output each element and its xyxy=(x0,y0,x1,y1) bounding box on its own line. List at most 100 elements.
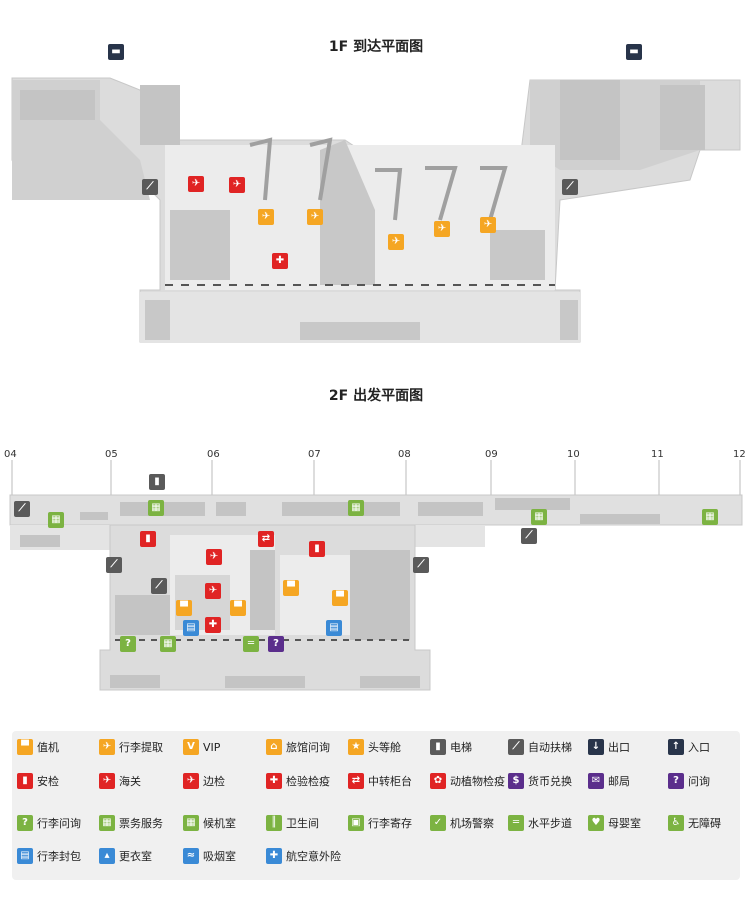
legend-label: 边检 xyxy=(203,775,225,788)
legend-label: 海关 xyxy=(119,775,141,788)
bus-icon: ▬ xyxy=(108,44,124,60)
border-control-icon: ✈ xyxy=(183,773,199,789)
escalator-icon: ⟋ xyxy=(14,501,30,517)
baggage-claim-icon: ✈ xyxy=(307,209,323,225)
escalator-icon: ⟋ xyxy=(142,179,158,195)
quarantine-icon: ✚ xyxy=(205,617,221,633)
legend-item: ⇄中转柜台 xyxy=(348,773,412,789)
baggage-info-icon: ? xyxy=(120,636,136,652)
legend-label: 中转柜台 xyxy=(368,775,412,788)
legend-label: 旅馆问询 xyxy=(286,741,330,754)
legend-item: ▮安检 xyxy=(17,773,59,789)
border-control-icon: ✈ xyxy=(205,583,221,599)
legend-item: ↑ 入口 xyxy=(668,739,710,755)
first-class-icon: ★ xyxy=(348,739,364,755)
customs-icon: ✈ xyxy=(188,176,204,192)
legend-label: 入口 xyxy=(688,741,710,754)
legend-label: 自动扶梯 xyxy=(528,741,572,754)
waiting-room-icon: ▦ xyxy=(348,500,364,516)
gate-label: 10 xyxy=(567,449,580,460)
legend-item: ★ 头等舱 xyxy=(348,739,401,755)
legend-label: 检验检疫 xyxy=(286,775,330,788)
waiting-room-icon: ▦ xyxy=(183,815,199,831)
airport-police-icon: ✓ xyxy=(430,815,446,831)
gate-label: 09 xyxy=(485,449,498,460)
legend-item: ≈吸烟室 xyxy=(183,848,236,864)
baggage-info-icon: ? xyxy=(17,815,33,831)
gate-label: 11 xyxy=(651,449,664,460)
smoking-room-icon: ≈ xyxy=(183,848,199,864)
gate-label: 08 xyxy=(398,449,411,460)
legend-label: 水平步道 xyxy=(528,817,572,830)
legend-item: ▤ 行李封包 xyxy=(17,848,81,864)
gate-label: 12 xyxy=(733,449,746,460)
legend-item: ⌂ 旅馆问询 xyxy=(266,739,330,755)
ticket-service-icon: ▦ xyxy=(99,815,115,831)
checkin-icon: ▀ xyxy=(17,739,33,755)
accessibility-icon: ♿ xyxy=(668,815,684,831)
gate-label: 05 xyxy=(105,449,118,460)
legend-label: 卫生间 xyxy=(286,817,319,830)
customs-icon: ✈ xyxy=(99,773,115,789)
legend-label: 票务服务 xyxy=(119,817,163,830)
elevator-icon: ▮ xyxy=(430,739,446,755)
bus-icon: ▬ xyxy=(626,44,642,60)
baggage-claim-icon: ✈ xyxy=(99,739,115,755)
plant-animal-quarantine-icon: ✿ xyxy=(430,773,446,789)
exit-icon: ↓ xyxy=(588,739,604,755)
baggage-storage-icon: ▣ xyxy=(348,815,364,831)
baggage-wrap-icon: ▤ xyxy=(17,848,33,864)
waiting-room-icon: ▦ xyxy=(702,509,718,525)
entrance-icon: ↑ xyxy=(668,739,684,755)
legend-label: VIP xyxy=(203,740,221,754)
legend-item: ✓机场警察 xyxy=(430,815,494,831)
legend-item: ✈ 海关 xyxy=(99,773,141,789)
nursery-icon: ♥ xyxy=(588,815,604,831)
baggage-claim-icon: ✈ xyxy=(388,234,404,250)
legend-label: 候机室 xyxy=(203,817,236,830)
escalator-icon: ⟋ xyxy=(413,557,429,573)
security-icon: ▮ xyxy=(309,541,325,557)
checkin-icon: ▀ xyxy=(230,600,246,616)
legend-label: 更衣室 xyxy=(119,850,152,863)
baggage-wrap-icon: ▤ xyxy=(183,620,199,636)
gate-label: 04 xyxy=(4,449,17,460)
legend-item: ✉邮局 xyxy=(588,773,630,789)
legend-item: ?行李问询 xyxy=(17,815,81,831)
security-icon: ▮ xyxy=(140,531,156,547)
moving-walkway-icon: ═ xyxy=(243,636,259,652)
customs-icon: ✈ xyxy=(206,549,222,565)
legend-item: ✈行李提取 xyxy=(99,739,163,755)
baggage-claim-icon: ✈ xyxy=(480,217,496,233)
legend-item: ▦ 候机室 xyxy=(183,815,236,831)
gate-label: 07 xyxy=(308,449,321,460)
post-office-icon: ✉ xyxy=(588,773,604,789)
moving-walkway-icon: ═ xyxy=(508,815,524,831)
floor-1-map xyxy=(11,77,741,343)
restroom-icon: ║ xyxy=(266,815,282,831)
hotel-info-icon: ⌂ xyxy=(266,739,282,755)
escalator-icon: ⟋ xyxy=(562,179,578,195)
ticket-service-icon: ▦ xyxy=(160,636,176,652)
legend-label: 问询 xyxy=(688,775,710,788)
legend-item: ▣行李寄存 xyxy=(348,815,412,831)
checkin-icon: ▀ xyxy=(332,590,348,606)
legend-label: 头等舱 xyxy=(368,741,401,754)
legend-item: ✈ 边检 xyxy=(183,773,225,789)
legend-label: 安检 xyxy=(37,775,59,788)
legend-item: ║ 卫生间 xyxy=(266,815,319,831)
legend-label: 航空意外险 xyxy=(286,850,341,863)
waiting-room-icon: ▦ xyxy=(148,500,164,516)
checkin-icon: ▀ xyxy=(283,580,299,596)
legend-item: ═ 水平步道 xyxy=(508,815,572,831)
escalator-icon: ⟋ xyxy=(508,739,524,755)
legend-item: ▦ 票务服务 xyxy=(99,815,163,831)
legend-item: ↓出口 xyxy=(588,739,630,755)
legend-item: ? 问询 xyxy=(668,773,710,789)
legend-item: ▀值机 xyxy=(17,739,59,755)
legend-label: 行李封包 xyxy=(37,850,81,863)
question-icon: ? xyxy=(668,773,684,789)
quarantine-icon: ✚ xyxy=(266,773,282,789)
flight-insurance-icon: ✚ xyxy=(266,848,282,864)
legend-label: 母婴室 xyxy=(608,817,641,830)
